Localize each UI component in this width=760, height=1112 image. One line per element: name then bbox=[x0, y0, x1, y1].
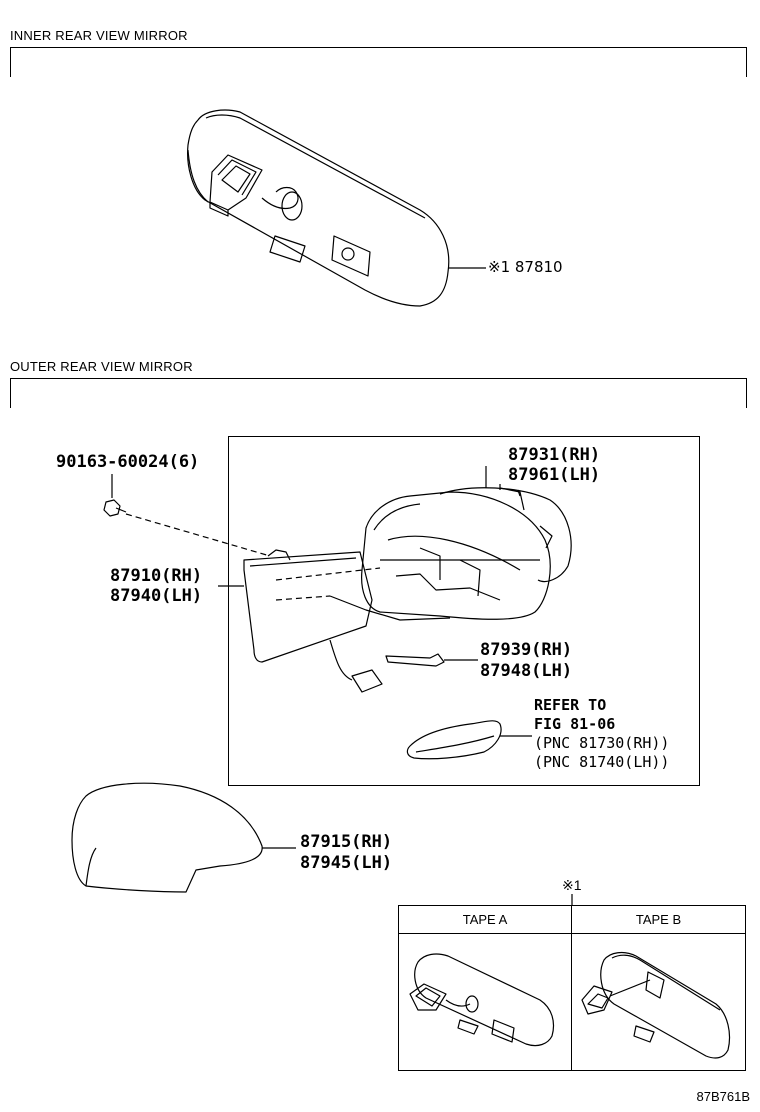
refer-pnc-lh: (PNC 81740(LH)) bbox=[534, 753, 670, 771]
refer-fig-label: FIG 81-06 bbox=[534, 715, 616, 733]
cover-part-number-lh: 87961(LH) bbox=[508, 465, 601, 485]
note-marker: ※1 bbox=[562, 877, 582, 893]
inner-mirror-section-bar bbox=[10, 47, 747, 77]
tape-a-header: TAPE A bbox=[399, 906, 571, 934]
cap-part-number-lh: 87945(LH) bbox=[300, 853, 393, 873]
mirror-glass-drawing bbox=[218, 549, 383, 693]
inner-mirror-part-number: ※1 87810 bbox=[488, 257, 563, 277]
bolt-part-number: 90163-60024(6) bbox=[56, 452, 200, 472]
inner-mirror-part-number-text: ※1 87810 bbox=[488, 258, 563, 276]
tape-b-header: TAPE B bbox=[572, 906, 745, 934]
mirror-housing-drawing bbox=[329, 466, 572, 621]
turn-signal-drawing bbox=[406, 720, 532, 760]
mirror-assembly-box bbox=[228, 436, 700, 786]
mirror-part-number-lh: 87940(LH) bbox=[110, 586, 203, 606]
tape-table: TAPE A TAPE B bbox=[398, 905, 746, 1071]
outer-mirror-section-bar bbox=[10, 378, 747, 408]
bolt-drawing bbox=[103, 474, 271, 557]
mirror-cap-drawing bbox=[71, 782, 296, 893]
lamp-part-number-lh: 87948(LH) bbox=[480, 661, 573, 681]
inner-mirror-section-title: INNER REAR VIEW MIRROR bbox=[10, 28, 188, 43]
lamp-drawing bbox=[385, 653, 478, 667]
refer-pnc-rh: (PNC 81730(RH)) bbox=[534, 734, 670, 752]
inner-mirror-drawing bbox=[187, 109, 486, 307]
tape-table-divider bbox=[571, 906, 572, 1070]
mirror-part-number-rh: 87910(RH) bbox=[110, 566, 203, 586]
cap-part-number-rh: 87915(RH) bbox=[300, 832, 393, 852]
cover-part-number-rh: 87931(RH) bbox=[508, 445, 601, 465]
refer-to-label: REFER TO bbox=[534, 696, 607, 714]
outer-mirror-section-title: OUTER REAR VIEW MIRROR bbox=[10, 359, 193, 374]
lamp-part-number-rh: 87939(RH) bbox=[480, 640, 573, 660]
tape-a-mirror-drawing bbox=[409, 953, 555, 1047]
tape-b-mirror-drawing bbox=[581, 951, 731, 1059]
figure-code: 87B761B bbox=[696, 1089, 751, 1104]
